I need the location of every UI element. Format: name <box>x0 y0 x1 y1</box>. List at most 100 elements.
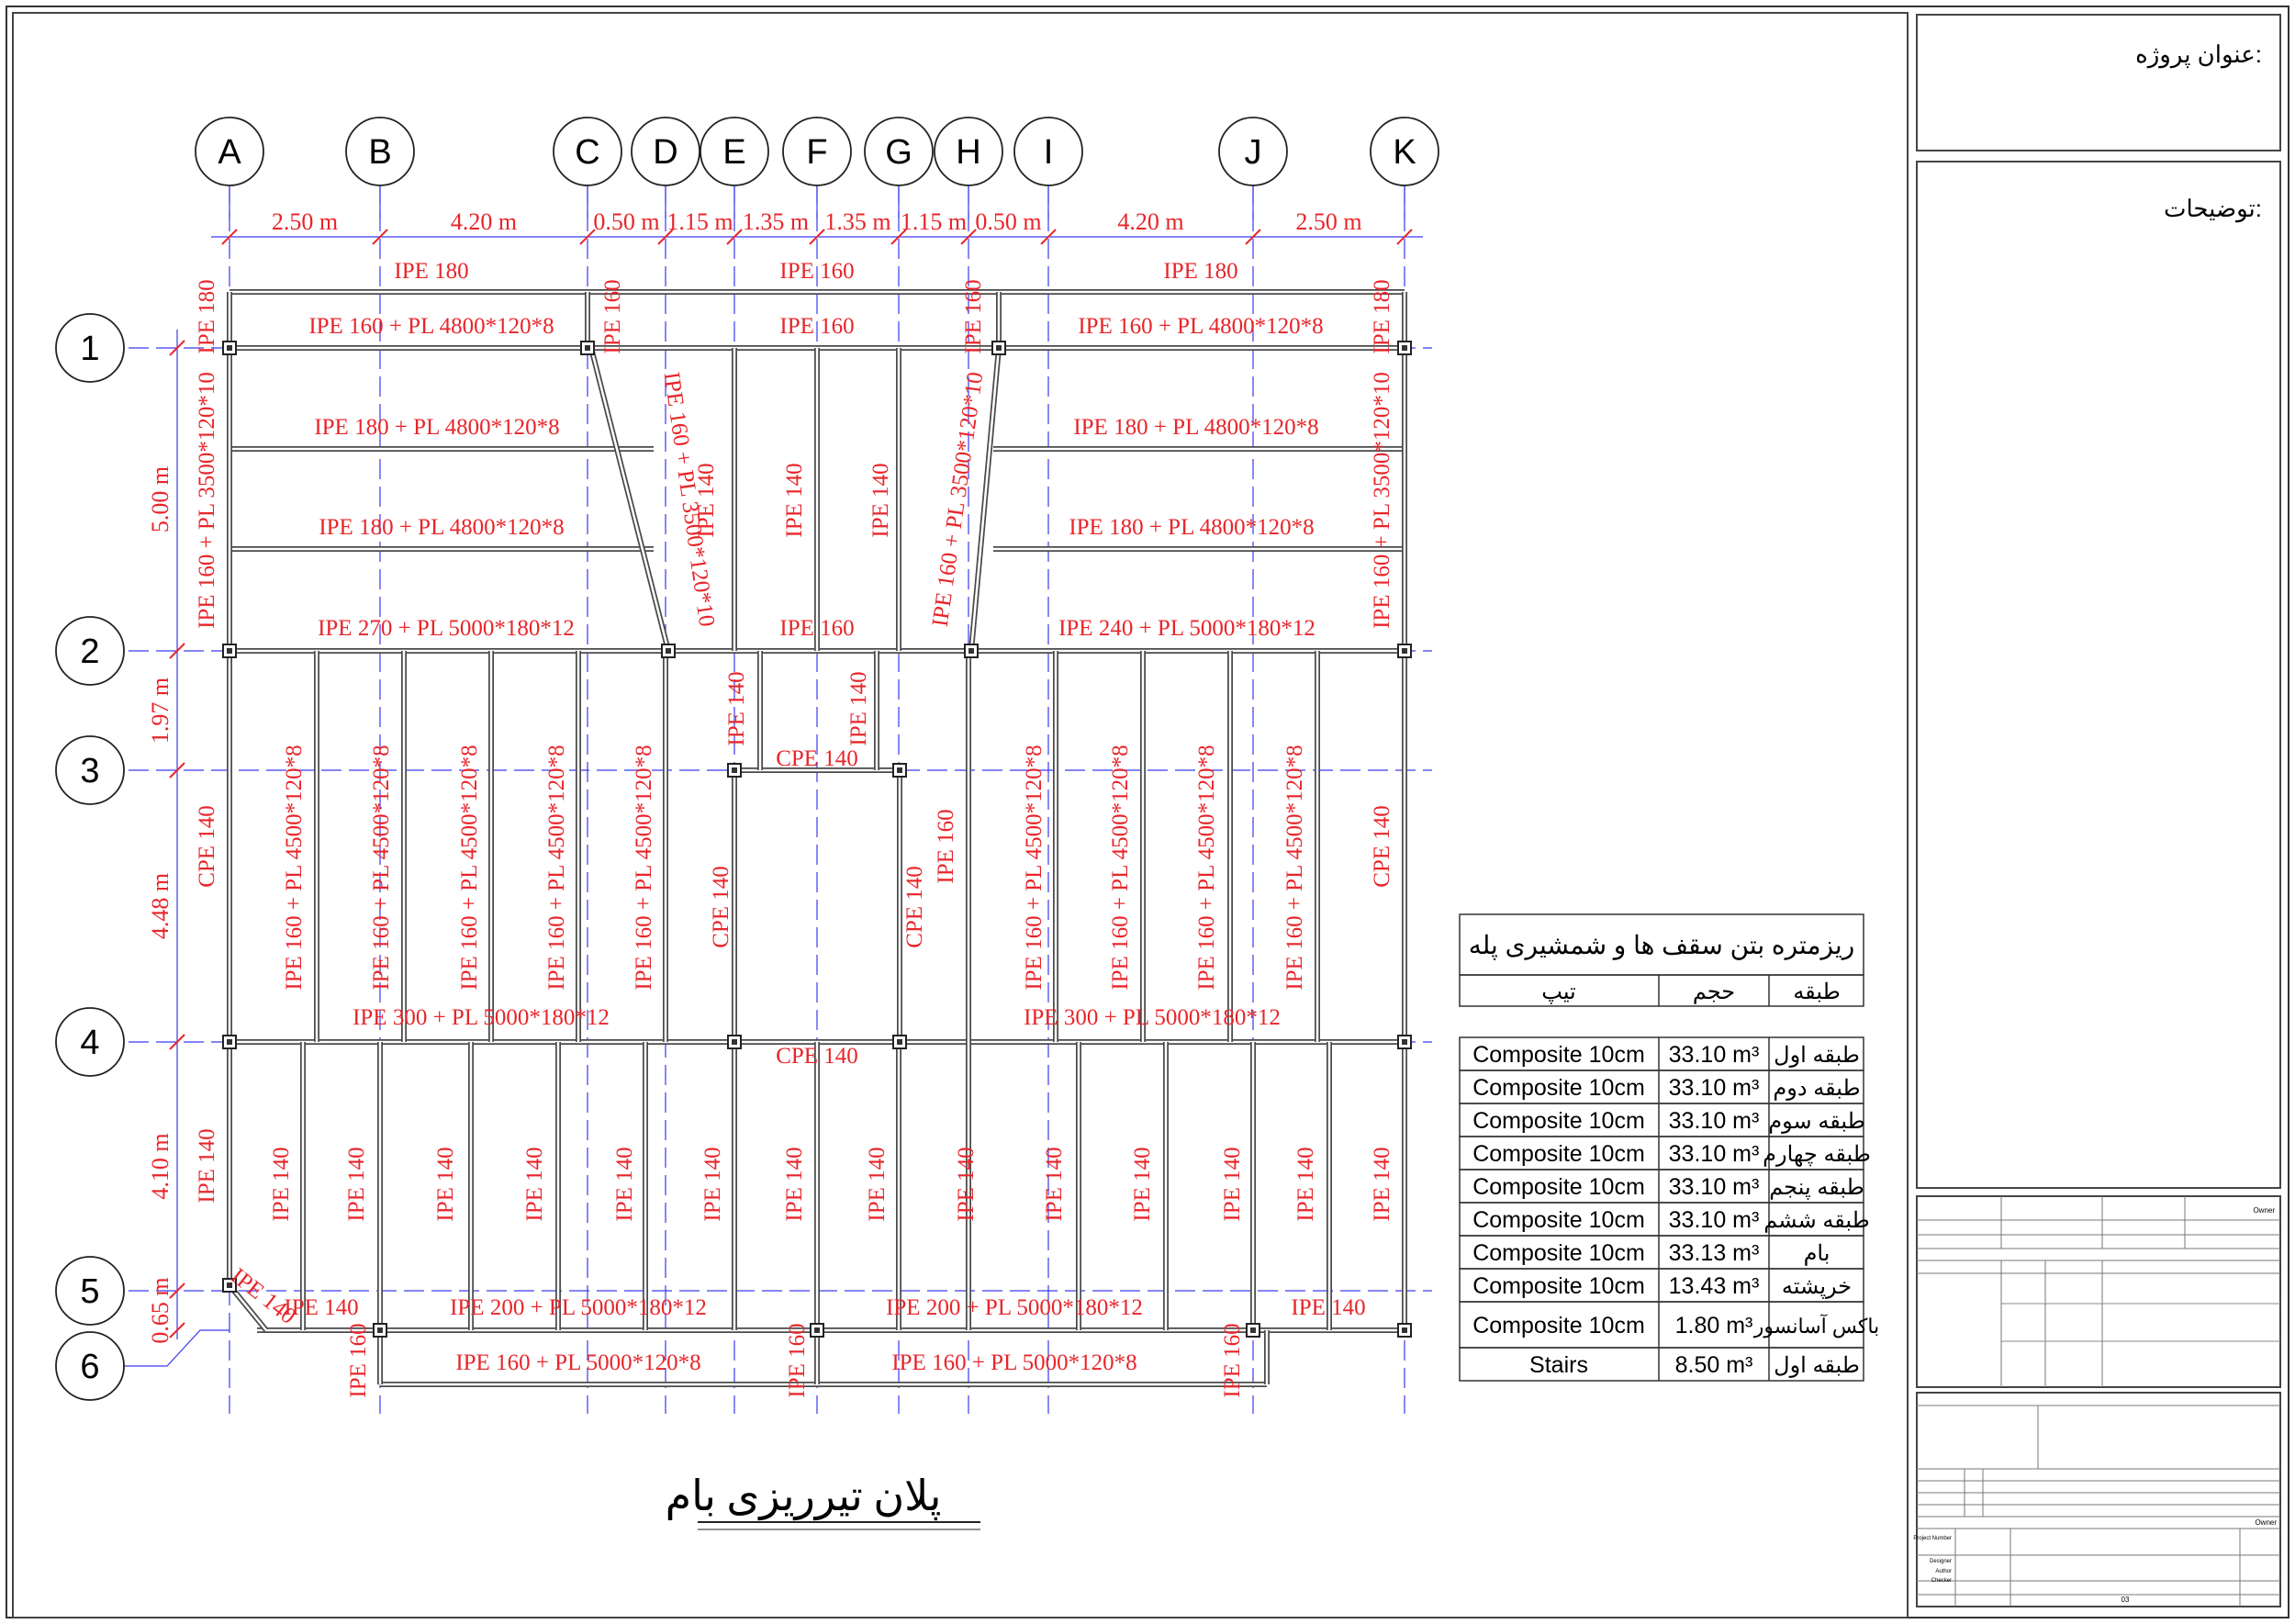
grid-label: C <box>575 133 599 172</box>
grid-bubble-5: 5 <box>55 1256 125 1326</box>
beam-label: IPE 160 + PL 3500*120*10 <box>195 372 219 629</box>
beam-label: IPE 140 <box>782 1147 807 1221</box>
cell-floor: طبقه اول <box>1774 1353 1860 1378</box>
dimension-x: 0.50 m <box>593 208 659 235</box>
beam-label: IPE 140 <box>954 1147 979 1221</box>
beam-label: IPE 160 + PL 4500*120*8 <box>1282 745 1307 990</box>
grid-bubble-1: 1 <box>55 313 125 383</box>
column <box>727 1035 742 1049</box>
beam-label: CPE 140 <box>195 805 219 888</box>
grid-bubble-6: 6 <box>55 1329 230 1401</box>
beam-label: IPE 160 + PL 4800*120*8 <box>1078 314 1323 339</box>
grid-bubble-A: A <box>195 117 264 218</box>
grid-bubble-E: E <box>700 117 769 218</box>
grid-bubble-G: G <box>864 117 934 218</box>
column <box>222 1278 237 1293</box>
cell-volume: 33.10 m³ <box>1669 1075 1760 1101</box>
beam-label: IPE 140 <box>846 671 871 745</box>
grid-label: H <box>956 133 980 172</box>
cell-floor: طبقه چهارم <box>1763 1142 1871 1167</box>
beam-label: IPE 140 <box>868 463 893 537</box>
grid-label: 4 <box>80 1024 99 1062</box>
beam-label: IPE 160 + PL 4500*120*8 <box>1108 745 1133 990</box>
beam-label: IPE 180 <box>195 279 219 353</box>
column <box>373 1323 387 1338</box>
owner-label-1: Owner <box>2253 1206 2275 1215</box>
beam-label: IPE 160 + PL 4500*120*8 <box>282 745 307 990</box>
column <box>964 644 979 658</box>
beam-label: IPE 180 <box>1163 259 1237 284</box>
column <box>1397 644 1412 658</box>
beam-label: IPE 140 <box>1220 1147 1245 1221</box>
grid-bubble-3: 3 <box>55 735 125 805</box>
column <box>661 644 676 658</box>
grid-label: 2 <box>80 633 99 671</box>
header-volume: حجم <box>1693 980 1735 1004</box>
cell-type: Composite 10cm <box>1472 1042 1645 1068</box>
beam-label: IPE 140 <box>1291 1295 1365 1320</box>
beam-label: CPE 140 <box>1370 805 1394 888</box>
corner-beam <box>227 1283 269 1332</box>
beam-label: IPE 140 <box>1042 1147 1067 1221</box>
beam-label: CPE 140 <box>709 866 733 948</box>
grid-label: K <box>1393 133 1416 172</box>
notes-label: توضیحات: <box>2164 195 2262 223</box>
dimension-y: 5.00 m <box>147 466 174 532</box>
dimension-x: 1.35 m <box>743 208 809 235</box>
column <box>1397 1035 1412 1049</box>
beam-label: IPE 160 + PL 4500*120*8 <box>544 745 569 990</box>
column <box>727 763 742 778</box>
diagonal-beam-right <box>968 347 1002 652</box>
cell-floor: طبقه سوم <box>1768 1109 1864 1134</box>
grid-lines <box>129 184 1432 1414</box>
dimension-y: 4.48 m <box>147 873 174 939</box>
grid-bubble-D: D <box>631 117 700 218</box>
beam-label: IPE 140 <box>700 1147 725 1221</box>
grid-label: I <box>1044 133 1054 172</box>
approval-box <box>1916 1392 2281 1607</box>
dimension-y: 4.10 m <box>147 1133 174 1199</box>
beam-label: CPE 140 <box>776 1044 858 1069</box>
sheet-number: 03 <box>2121 1596 2130 1604</box>
notes-box <box>1916 161 2281 1189</box>
beam-label: IPE 180 + PL 4800*120*8 <box>1073 415 1318 440</box>
beam-label: IPE 160 + PL 4800*120*8 <box>308 314 554 339</box>
column <box>810 1323 824 1338</box>
designer-label: Designer <box>1930 1559 1952 1564</box>
column <box>222 644 237 658</box>
grid-label: G <box>885 133 912 172</box>
grid-label: J <box>1245 133 1262 172</box>
beam-label: IPE 160 <box>1220 1323 1245 1397</box>
beam-label: IPE 160 + PL 3500*120*10 <box>1370 372 1394 629</box>
title-block: عنوان پروژه: توضیحات: Owner <box>1913 14 2281 1607</box>
column <box>1246 1323 1260 1338</box>
grid-label: 1 <box>80 330 99 368</box>
owner-label-2: Owner <box>2255 1518 2277 1527</box>
dimension-y: 1.97 m <box>147 678 174 744</box>
grid-bubble-H: H <box>934 117 1003 218</box>
beam-label: IPE 140 <box>724 671 749 745</box>
beam-label: IPE 140 <box>1130 1147 1155 1221</box>
author-label: Author <box>1935 1569 1952 1574</box>
beam-label: IPE 140 <box>1293 1147 1318 1221</box>
drawing-title-group: پلان تیرریزی بام <box>666 1473 980 1530</box>
beam-label: IPE 140 <box>1370 1147 1394 1221</box>
header-type: تیپ <box>1541 980 1576 1004</box>
grid-label: B <box>368 133 391 172</box>
dimension-x: 1.15 m <box>666 208 733 235</box>
grid-label: 3 <box>80 752 99 790</box>
column <box>892 1035 907 1049</box>
beam-label: IPE 160 <box>934 809 958 883</box>
grid-bubble-4: 4 <box>55 1007 125 1077</box>
cell-volume: 33.10 m³ <box>1669 1141 1760 1167</box>
beam-label: IPE 140 <box>433 1147 458 1221</box>
